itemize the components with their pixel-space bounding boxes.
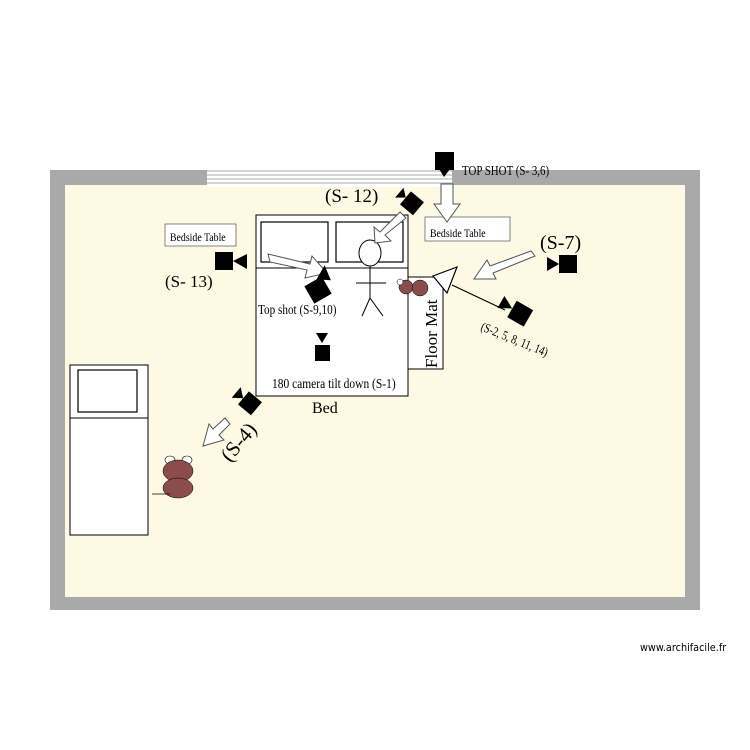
s12-label: (S- 12) xyxy=(325,186,378,207)
stick-figure-icon xyxy=(356,239,386,317)
arrow-icon xyxy=(267,253,328,279)
camera-icon xyxy=(231,387,262,416)
camera-icon xyxy=(304,265,332,304)
camera-icon xyxy=(497,295,534,327)
camera-icon xyxy=(315,333,330,361)
bedside-table-right xyxy=(424,216,511,242)
doll-icon xyxy=(396,278,429,297)
bedside-table-right-label: Bedside Table xyxy=(430,227,486,240)
arrow-icon xyxy=(373,211,407,244)
second-bed xyxy=(69,364,149,536)
watermark: www.archifacile.fr xyxy=(640,641,727,654)
camera-icon xyxy=(547,255,577,273)
camera-icon xyxy=(395,187,424,216)
bed-label: Bed xyxy=(312,400,338,417)
floor-mat-label: Floor Mat xyxy=(422,299,441,368)
arrow-icon xyxy=(433,183,461,223)
top-shot-bed-label: Top shot (S-9,10) xyxy=(258,302,336,317)
camera-icon xyxy=(435,152,454,177)
s13-label: (S- 13) xyxy=(165,272,213,291)
window xyxy=(207,167,452,187)
doll-icon xyxy=(152,455,194,499)
camera-icon xyxy=(215,252,247,270)
top-shot-main-label: TOP SHOT (S- 3,6) xyxy=(462,163,549,179)
s7-label: (S-7) xyxy=(540,232,581,254)
bedside-table-left xyxy=(164,223,237,247)
arrow-icon xyxy=(202,417,231,447)
bedside-table-left-label: Bedside Table xyxy=(170,231,226,244)
camera-tilt-label: 180 camera tilt down (S-1) xyxy=(272,376,396,391)
arrow-icon xyxy=(473,250,536,280)
arrow-icon xyxy=(432,265,506,311)
